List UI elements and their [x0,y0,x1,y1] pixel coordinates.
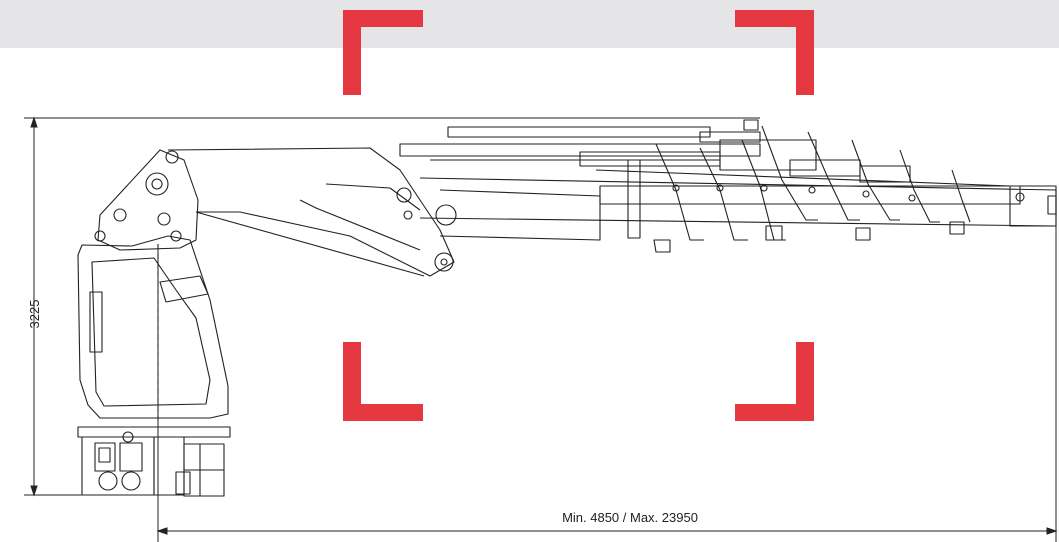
crane-main-boom [167,147,457,277]
height-dimension [24,116,760,497]
crane-line-art [77,119,1057,497]
frame-corner-top-right [735,10,814,95]
height-label: 3225 [27,300,42,329]
reach-label: Min. 4850 / Max. 23950 [562,510,698,525]
frame-corner-bottom-right [735,342,814,421]
header-band [0,0,1059,48]
crane-hose-brackets [627,125,971,253]
crane-cylinders [399,119,911,183]
frame-corner-bottom-left [343,342,423,421]
crane-extension-boom [419,169,1057,241]
crane-pivot-housing [94,149,199,251]
crane-column [77,235,229,420]
focus-frame [343,10,814,421]
frame-corner-top-left [343,10,423,95]
crane-base [77,426,231,497]
reach-dimension [156,225,1058,542]
